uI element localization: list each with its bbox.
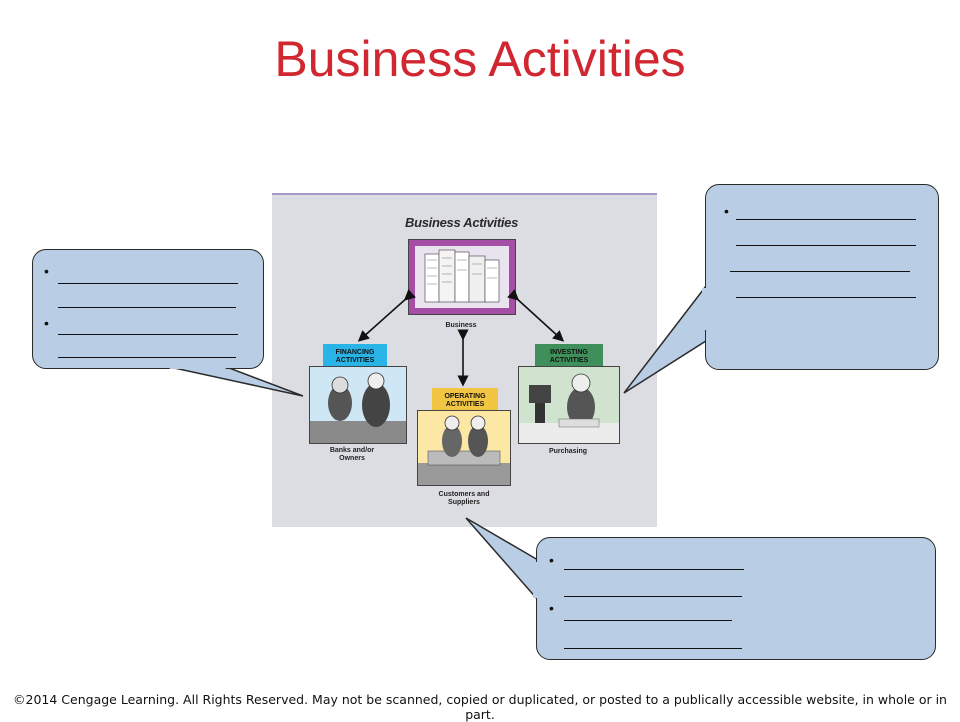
- operating-activities-tag: OPERATING ACTIVITIES: [432, 388, 498, 414]
- left-blank-1[interactable]: [58, 283, 238, 284]
- bottom-blank-3[interactable]: [564, 620, 732, 621]
- business-activities-figure: Business Activities Business FINANCING A…: [272, 193, 657, 527]
- investing-panel: [518, 366, 620, 444]
- right-blank-3[interactable]: [730, 271, 910, 272]
- left-blank-3[interactable]: [58, 334, 238, 335]
- investing-activities-tag: INVESTING ACTIVITIES: [535, 344, 603, 370]
- purchasing-icon: [519, 373, 619, 443]
- bottom-blank-2[interactable]: [564, 596, 742, 597]
- left-bullet-1: •: [44, 263, 49, 279]
- operating-caption: Customers and Suppliers: [438, 491, 490, 506]
- bottom-bullet-2: •: [549, 600, 554, 616]
- slide-title: Business Activities: [274, 31, 686, 87]
- operating-callout: [536, 537, 936, 660]
- bottom-blank-4[interactable]: [564, 648, 742, 649]
- financing-activities-tag: FINANCING ACTIVITIES: [323, 344, 387, 370]
- left-blank-2[interactable]: [58, 307, 236, 308]
- financing-callout: [32, 249, 264, 369]
- left-blank-4[interactable]: [58, 357, 236, 358]
- flow-arrows: [357, 289, 565, 387]
- financing-arrow: [357, 289, 416, 342]
- banker-meeting-icon: [310, 372, 406, 443]
- business-label: Business: [445, 322, 477, 329]
- investing-callout: [705, 184, 939, 370]
- figure-title: Business Activities: [405, 215, 519, 230]
- operating-panel: [417, 410, 511, 486]
- left-bullet-2: •: [44, 315, 49, 331]
- financing-panel: [309, 366, 407, 444]
- investing-caption: Purchasing: [548, 448, 588, 455]
- bottom-bullet-1: •: [549, 552, 554, 568]
- copyright-footer: ©2014 Cengage Learning. All Rights Reser…: [13, 692, 947, 722]
- business-panel: [408, 239, 516, 315]
- bottom-blank-1[interactable]: [564, 569, 744, 570]
- customers-suppliers-icon: [418, 415, 510, 485]
- right-blank-2[interactable]: [736, 245, 916, 246]
- right-blank-1[interactable]: [736, 219, 916, 220]
- right-blank-4[interactable]: [736, 297, 916, 298]
- investing-arrow: [507, 289, 565, 342]
- right-bullet-1: •: [724, 203, 729, 219]
- financing-caption: Banks and/or Owners: [329, 447, 375, 462]
- business-building-icon: [415, 246, 509, 308]
